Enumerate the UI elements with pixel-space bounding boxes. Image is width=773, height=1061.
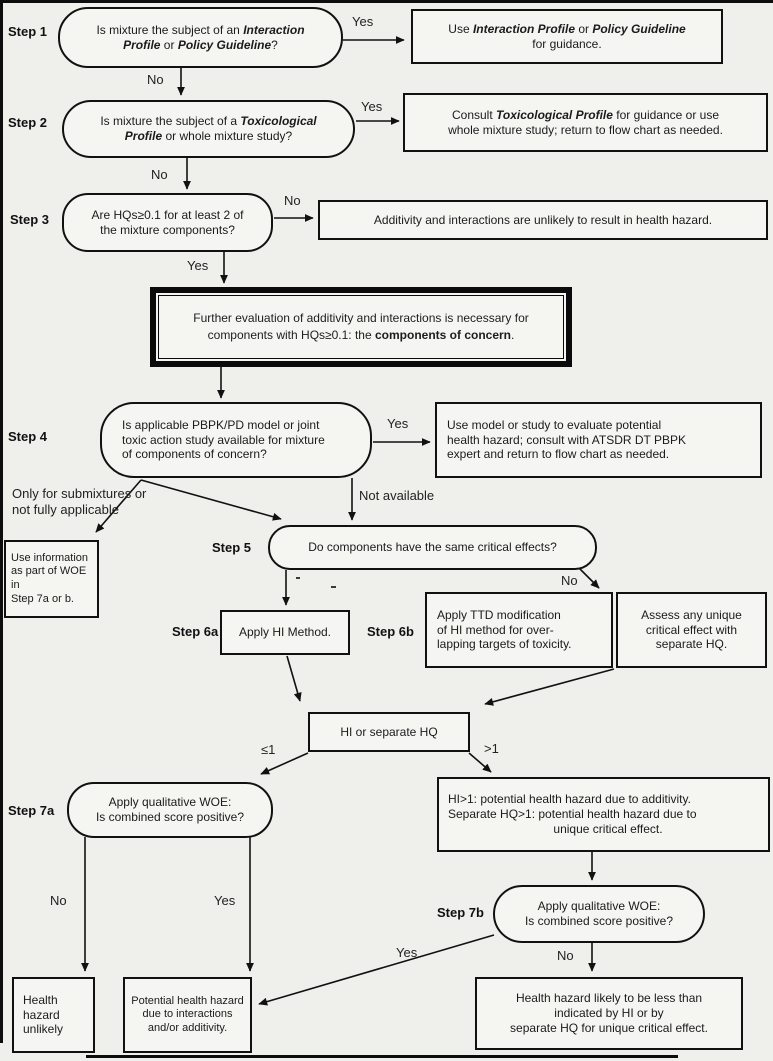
step7a-label: Step 7a xyxy=(8,803,55,818)
edge-label-step7a-yes: Yes xyxy=(214,893,236,908)
step7b-label: Step 7b xyxy=(437,905,484,920)
outcome-hazard-less: Health hazard likely to be less than ind… xyxy=(475,977,743,1050)
edge-label-hi-gt1: >1 xyxy=(484,741,499,756)
edge-label-step2-yes: Yes xyxy=(361,99,383,114)
step4-label: Step 4 xyxy=(8,429,48,444)
edge-label-step2-no: No xyxy=(151,167,168,182)
edge-6b-to-hi xyxy=(484,668,615,706)
step4-question: Is applicable PBPK/PD model or joint tox… xyxy=(100,402,372,478)
step6b-ttd-box: Apply TTD modification of HI method for … xyxy=(425,592,613,668)
frame-bottom xyxy=(86,1055,678,1058)
step2-label: Step 2 xyxy=(8,115,48,130)
step3-result: Additivity and interactions are unlikely… xyxy=(318,200,768,240)
edge-label-step1-yes: Yes xyxy=(352,14,374,29)
components-of-concern-note: Further evaluation of additivity and int… xyxy=(150,287,572,367)
outcome-hazard-unlikely: Health hazard unlikely xyxy=(12,977,95,1053)
edge-label-step1-no: No xyxy=(147,72,164,87)
step6b-label: Step 6b xyxy=(367,624,414,639)
edge-label-hi-le1: ≤1 xyxy=(261,742,276,757)
hi-gt1-box: HI>1: potential health hazard due to add… xyxy=(437,777,770,852)
edge-label-step7b-no: No xyxy=(557,948,574,963)
unique-effect-box: Assess any unique critical effect with s… xyxy=(616,592,767,668)
step1-label: Step 1 xyxy=(8,24,48,39)
edge-label-step3-no: No xyxy=(284,193,301,208)
edge-label-step7a-no: No xyxy=(50,893,67,908)
step3-label: Step 3 xyxy=(10,212,50,227)
step2-result: Consult Toxicological Profile for guidan… xyxy=(403,93,768,152)
edge-6a-to-hi xyxy=(286,655,302,702)
step1-result: Use Interaction Profile or Policy Guidel… xyxy=(411,9,723,64)
scan-artifact-dot xyxy=(296,577,300,579)
edge-step4-submix-right xyxy=(140,479,282,521)
step1-question: Is mixture the subject of an Interaction… xyxy=(58,7,343,68)
step5-label: Step 5 xyxy=(212,540,252,555)
step3-question: Are HQs≥0.1 for at least 2 of the mixtur… xyxy=(62,193,273,252)
hi-or-hq-box: HI or separate HQ xyxy=(308,712,470,752)
step5-question: Do components have the same critical eff… xyxy=(268,525,597,570)
edge-label-not-available: Not available xyxy=(359,488,435,503)
step7a-question: Apply qualitative WOE: Is combined score… xyxy=(67,782,273,838)
step2-question: Is mixture the subject of a Toxicologica… xyxy=(62,100,355,158)
step6a-box: Apply HI Method. xyxy=(220,610,350,655)
edge-step5-no xyxy=(577,566,600,589)
step4-result: Use model or study to evaluate potential… xyxy=(435,402,762,478)
edge-label-step5-no: No xyxy=(561,573,578,588)
edge-label-step7b-yes: Yes xyxy=(396,945,418,960)
step7b-question: Apply qualitative WOE: Is combined score… xyxy=(493,885,705,943)
frame-left xyxy=(0,0,3,1043)
woe-info-box: Use information as part of WOE in Step 7… xyxy=(4,540,99,618)
edge-label-step4-yes: Yes xyxy=(387,416,409,431)
scan-artifact-dot xyxy=(331,586,336,588)
step6a-label: Step 6a xyxy=(172,624,219,639)
outcome-hazard-interactions: Potential health hazard due to interacti… xyxy=(123,977,252,1053)
edge-7b-yes xyxy=(258,934,495,1006)
edge-label-step3-yes: Yes xyxy=(187,258,209,273)
frame-top xyxy=(0,0,773,3)
